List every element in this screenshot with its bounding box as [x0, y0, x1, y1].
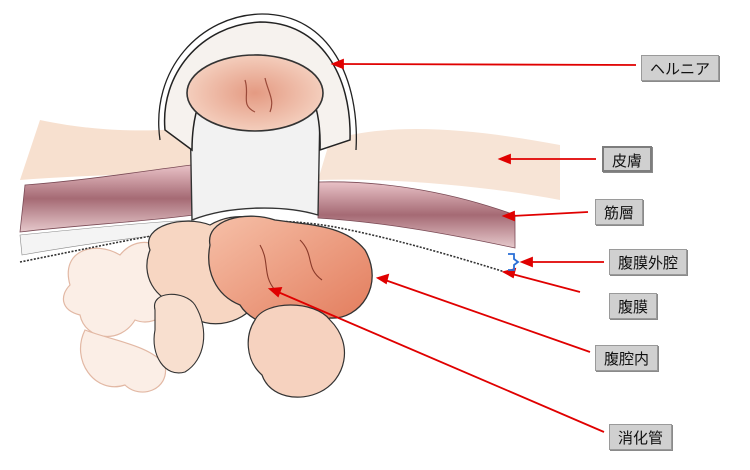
- hernia-neck: [189, 109, 321, 222]
- herniated-bowel-fold: [244, 77, 273, 113]
- label-extraperitoneal: 腹膜外腔: [609, 249, 688, 275]
- arrow-hernia-head: [330, 58, 344, 70]
- arrow-skin-head: [497, 153, 511, 165]
- label-intraperitoneal: 腹腔内: [595, 345, 659, 371]
- arrow-extraperitoneal-head: [519, 256, 533, 268]
- arrow-intestine: [277, 291, 605, 433]
- arrow-muscle-head: [501, 210, 515, 222]
- herniated-bowel: [186, 54, 324, 132]
- hernia-sac-outline: [158, 13, 357, 151]
- intestine-loops: [146, 215, 373, 398]
- label-hernia: ヘルニア: [641, 55, 720, 81]
- arrow-muscle: [511, 211, 589, 217]
- arrow-intraperitoneal: [384, 279, 591, 353]
- arrow-intestine-head: [267, 286, 283, 298]
- arrow-peritoneum: [511, 273, 581, 293]
- label-muscle: 筋層: [595, 199, 644, 225]
- muscle-layer-right: [317, 181, 516, 249]
- arrow-intraperitoneal-head: [375, 273, 390, 285]
- skin-layer-right: [318, 129, 560, 200]
- label-skin: 皮膚: [602, 146, 653, 172]
- skin-layer: [20, 120, 192, 180]
- annotation-arrows: [267, 58, 637, 433]
- extraperitoneal-bracket: [508, 253, 520, 271]
- label-peritoneum: 腹膜: [609, 293, 658, 319]
- label-intestine: 消化管: [609, 424, 673, 450]
- arrow-hernia: [339, 63, 637, 66]
